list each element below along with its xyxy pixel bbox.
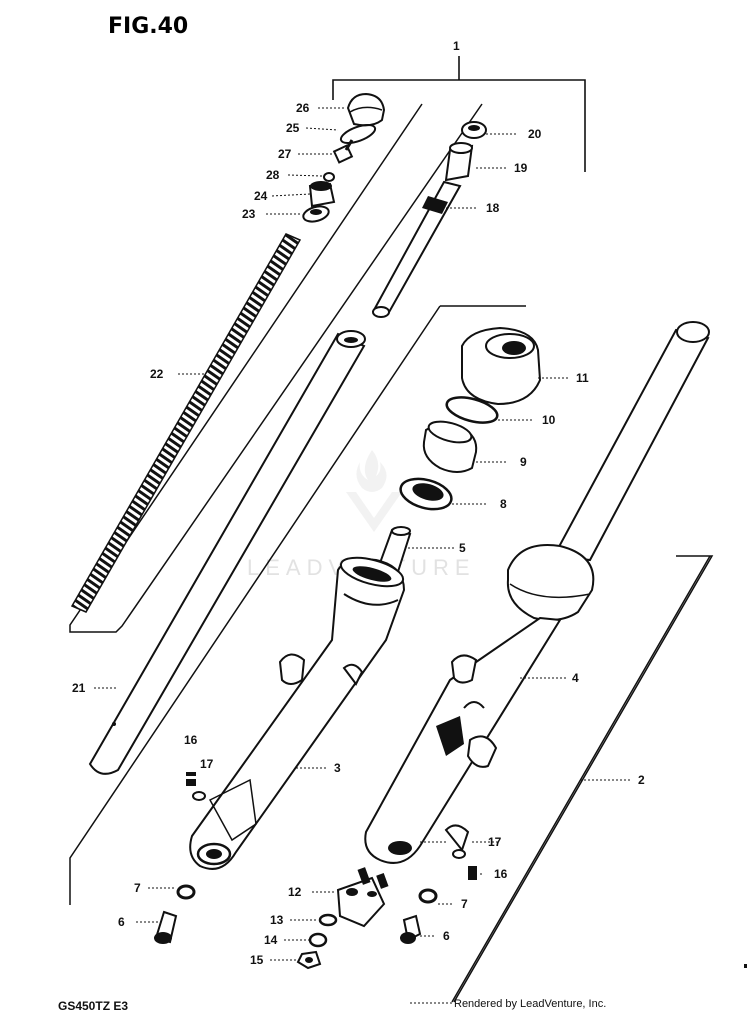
watermark-logo [346,450,402,532]
part-9-oil-seal [422,420,478,473]
callout-6-right: 6 [443,929,450,943]
part-7-washer-right [418,888,438,904]
part-25-o-ring [339,123,377,145]
figure-title: FIG.40 [108,14,188,39]
callout-25: 25 [286,121,300,135]
callout-14: 14 [264,933,278,947]
callout-23: 23 [242,207,256,221]
callout-15: 15 [250,953,264,967]
callout-16-left: 16 [184,733,198,747]
part-18-damper-rod [372,180,462,318]
callout-5: 5 [459,541,466,555]
part-8-seal-washer [399,477,453,511]
part-15-nut [296,950,322,970]
callout-12: 12 [288,885,302,899]
part-10-stopper-ring [445,396,499,424]
part-6-bolt-left [154,910,178,944]
part-27-air-valve [332,139,354,164]
callout-18: 18 [486,201,500,215]
assembly-1-bracket [332,56,586,172]
part-17-washer-right [452,849,466,859]
part-6-bolt-right [400,914,422,944]
callout-7-left: 7 [134,881,141,895]
part-13-washer [318,913,338,927]
part-4-fork-leg-right [364,321,710,864]
callout-24: 24 [254,189,268,203]
callout-26: 26 [296,101,310,115]
part-20-ring [461,121,487,139]
scan-speck [744,964,747,968]
callout-1: 1 [453,39,460,53]
callout-19: 19 [514,161,528,175]
callout-11: 11 [576,371,589,385]
part-7-washer-left [176,884,196,900]
part-19-piston-ring [444,142,474,182]
callout-6-left: 6 [118,915,125,929]
part-28-small-o-ring [323,172,335,182]
part-21-inner-tube-left [88,330,366,775]
callout-16-right: 16 [494,867,508,881]
part-23-spring-seat [302,205,330,223]
callout-4: 4 [572,671,579,685]
callout-28: 28 [266,168,280,182]
callout-8: 8 [500,497,507,511]
part-17-washer-left [192,791,206,801]
callout-3: 3 [334,761,341,775]
callout-9: 9 [520,455,527,469]
part-24-spacer [308,181,336,208]
callout-17-right: 17 [488,835,502,849]
part-11-dust-seal [461,326,542,406]
part-16-bolt-left [184,772,198,786]
callout-10: 10 [542,413,556,427]
callout-20: 20 [528,127,542,141]
part-12-axle-holder [336,867,389,928]
part-14-spring-washer [308,932,328,948]
callout-13: 13 [270,913,284,927]
model-code: GS450TZ E3 [58,999,128,1013]
callout-17-left: 17 [200,757,214,771]
part-22-fork-spring [70,233,302,613]
callout-7-right: 7 [461,897,468,911]
callout-22: 22 [150,367,164,381]
callout-labels: 1 2 3 4 5 6 6 7 7 8 9 10 11 12 13 14 15 … [72,39,645,967]
leader-lines [94,107,632,1004]
callout-27: 27 [278,147,292,161]
part-16-bolt-right [468,866,477,880]
part-3-outer-tube-left [189,556,406,870]
part-26-cap-bolt [346,92,386,127]
callout-21: 21 [72,681,86,695]
render-credit: Rendered by LeadVenture, Inc. [454,998,606,1010]
callout-2: 2 [638,773,645,787]
